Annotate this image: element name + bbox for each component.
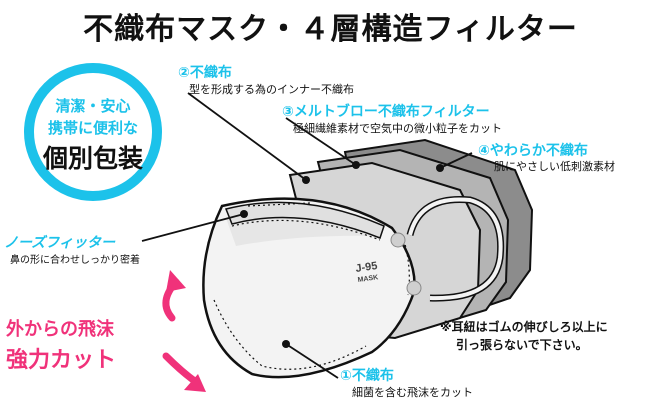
layer-1-label: ①不織布 [340, 368, 394, 384]
splash-line-2: 強力カット [6, 348, 117, 373]
layer-3-desc: 極細繊維素材で空気中の微小粒子をカット [293, 122, 502, 135]
layer-1-desc: 細菌を含む飛沫をカット [352, 386, 473, 399]
nose-fitter-label: ノーズフィッター [4, 235, 116, 251]
mask-layer-1 [202, 197, 416, 379]
mask-model-text: J-95 [355, 260, 378, 275]
nose-wire [224, 201, 385, 239]
badge-line-portable: 携帯に便利な [47, 119, 138, 137]
badge-line-clean: 清潔・安心 [55, 97, 131, 115]
ear-loop-weld-top [390, 232, 406, 248]
layer-3-label: ③メルトブロー不織布フィルター [282, 104, 490, 120]
splash-line-1: 外からの飛沫 [6, 319, 114, 340]
ear-loop-weld-bottom [406, 280, 422, 296]
packaging-badge: 清潔・安心 携帯に便利な 個別包装 [24, 63, 162, 201]
layer-4-desc: 肌にやさしい低刺激素材 [494, 160, 615, 173]
layer-2-desc: 型を形成する為のインナー不織布 [189, 83, 354, 96]
ear-loop-note-line-2: 引っ張らないで下さい。 [456, 338, 588, 352]
page-title: 不織布マスク・４層構造フィルター [83, 12, 578, 47]
ear-loop-note-line-1: ※耳紐はゴムの伸びしろ以上に [440, 320, 608, 334]
arrow-down-icon [162, 352, 200, 386]
badge-line-individual: 個別包装 [42, 144, 143, 173]
layer-2-label: ②不織布 [178, 65, 232, 81]
layer-4-label: ④やわらか不織布 [478, 143, 588, 159]
nose-fitter-desc: 鼻の形に合わせしっかり密着 [10, 255, 140, 266]
mask-word-text: MASK [357, 274, 378, 284]
